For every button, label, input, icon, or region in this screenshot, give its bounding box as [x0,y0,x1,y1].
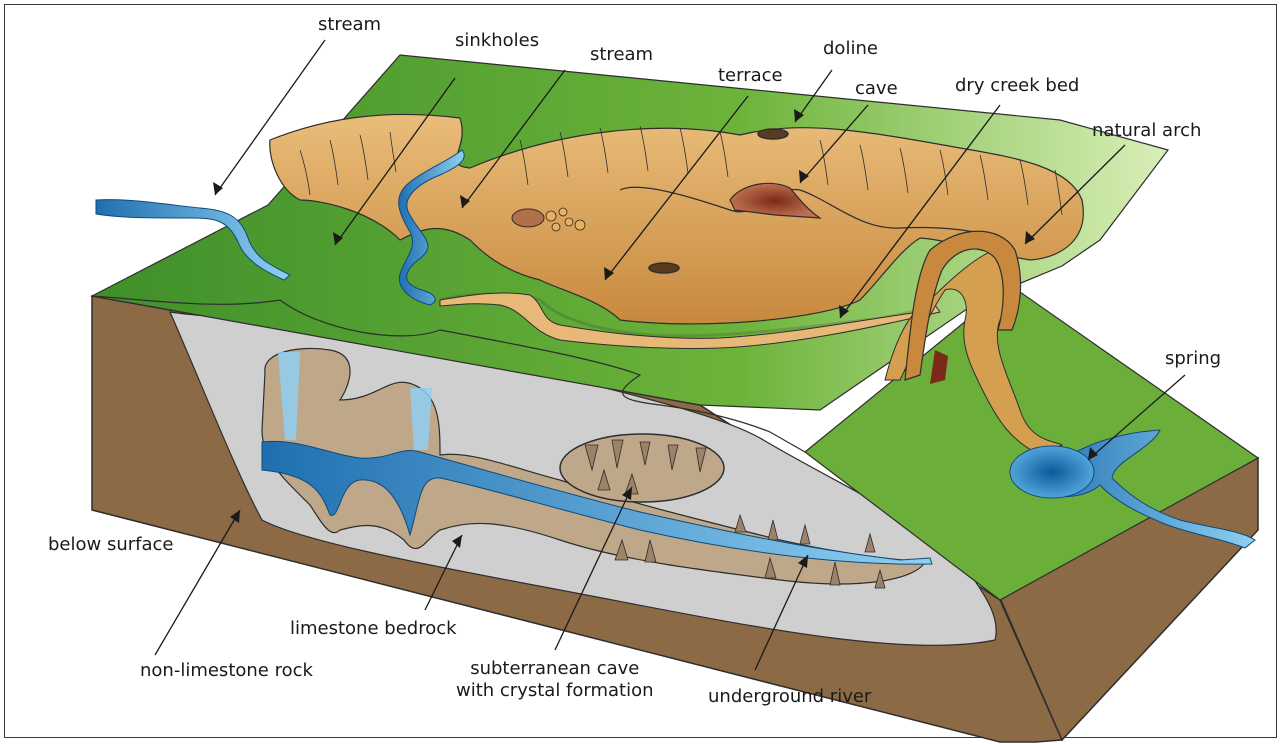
label-dry-creek-bed: dry creek bed [955,75,1079,97]
label-subterranean-cave: subterranean cave with crystal formation [456,658,654,702]
label-spring: spring [1165,348,1221,370]
label-limestone-bedrock: limestone bedrock [290,618,457,640]
label-cave: cave [855,78,898,100]
label-non-limestone-rock: non-limestone rock [140,660,313,682]
label-natural-arch: natural arch [1092,120,1201,142]
label-stream-center: stream [590,44,653,66]
label-below-surface: below surface [48,534,173,556]
label-stream-left: stream [318,14,381,36]
label-subterranean-cave-line2: with crystal formation [456,680,654,702]
label-sinkholes: sinkholes [455,30,539,52]
label-terrace: terrace [718,65,783,87]
label-underground-river: underground river [708,686,871,708]
label-doline: doline [823,38,878,60]
label-subterranean-cave-line1: subterranean cave [456,658,654,680]
